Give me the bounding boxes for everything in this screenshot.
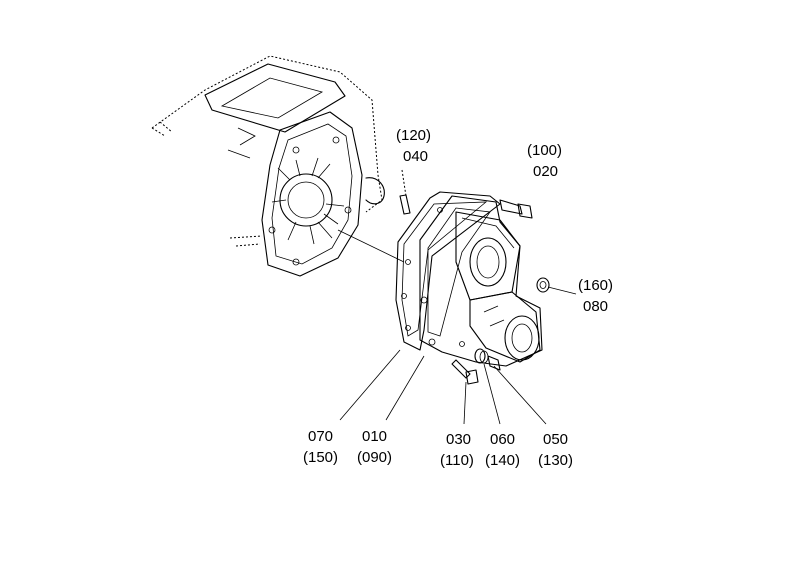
- washer-060: [474, 348, 489, 364]
- callout-020-alt: (100): [527, 142, 562, 159]
- callout-070-alt: (150): [303, 449, 338, 466]
- callout-020: 020: [533, 163, 558, 180]
- nut-050: [487, 355, 501, 371]
- callout-040-alt: (120): [396, 127, 431, 144]
- callout-030: 030: [446, 431, 471, 448]
- callout-010: 010: [362, 428, 387, 445]
- callout-010-alt: (090): [357, 449, 392, 466]
- callout-050-alt: (130): [538, 452, 573, 469]
- callout-060: 060: [490, 431, 515, 448]
- bolt-030: [451, 359, 479, 385]
- pin-040: [399, 169, 411, 215]
- callout-070: 070: [308, 428, 333, 445]
- callout-050: 050: [543, 431, 568, 448]
- callout-040: 040: [403, 148, 428, 165]
- cover-housing: [395, 191, 543, 367]
- callout-030-alt: (110): [440, 452, 474, 469]
- engine-block: [151, 55, 385, 277]
- leader-lines: [339, 286, 577, 425]
- plug-080: [536, 277, 550, 293]
- alignment-line: [337, 229, 405, 263]
- bolt-020: [499, 199, 533, 219]
- callout-060-alt: (140): [485, 452, 520, 469]
- callout-080: 080: [583, 298, 608, 315]
- callout-080-alt: (160): [578, 277, 613, 294]
